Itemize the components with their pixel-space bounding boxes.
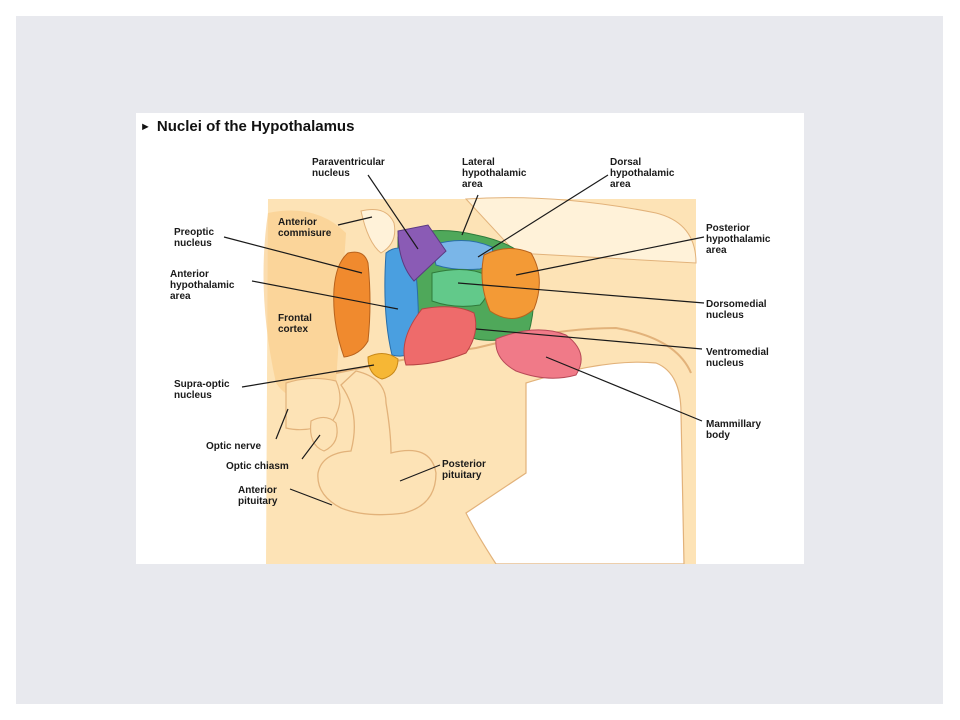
optic-nerve-shape [285,377,341,431]
leader-supraoptic [241,364,375,388]
leader-optic-nerve [275,408,289,440]
title-bullet-icon: ► [140,121,151,133]
label-lateral-hypothalamic-area: Lateral hypothalamic area [462,157,527,190]
label-supraoptic-nucleus: Supra-optic nucleus [174,379,230,401]
label-optic-nerve: Optic nerve [206,441,262,452]
leader-ventromedial [475,328,703,350]
leader-posterior [515,236,705,276]
leader-anterior-hypo [251,280,399,310]
paraventricular-shape [397,224,447,282]
label-mammillary-body: Mammillary body [706,419,762,441]
label-dorsomedial-nucleus: Dorsomedial nucleus [706,299,767,321]
label-posterior-hypothalamic-area: Posterior hypothalamic area [706,223,771,256]
label-anterior-commisure: Anterior commisure [278,217,332,239]
anatomy-illustration [223,174,705,564]
leader-mammillary [545,356,703,422]
supraoptic-shape [367,353,399,380]
frontal-cortex-region [263,210,346,398]
optic-chiasm-shape [309,416,338,452]
leader-dorsal [477,174,609,258]
hypothalamus-figure: ► Nuclei of the Hypothalamus Paraventricu… [136,113,804,564]
leader-anterior-pituitary [289,488,333,506]
label-optic-chiasm: Optic chiasm [226,461,289,472]
label-paraventricular-nucleus: Paraventricular nucleus [312,157,385,179]
ventromedial-shape [403,306,477,366]
label-preoptic-nucleus: Preoptic nucleus [174,227,215,249]
figure-title: ► Nuclei of the Hypothalamus [140,118,354,135]
upper-tissue-fold [464,197,697,264]
leader-lines [223,174,705,506]
label-anterior-pituitary: Anterior pituitary [238,485,278,507]
slide-background: ► Nuclei of the Hypothalamus Paraventricu… [16,16,943,704]
leader-anterior-commisure [337,216,373,226]
figure-title-text: Nuclei of the Hypothalamus [156,118,355,135]
preoptic-nucleus-shape [333,251,371,358]
leader-optic-chiasm [301,434,321,460]
leader-preoptic [223,236,363,274]
leader-posterior-pituitary [399,464,441,482]
mammillary-shape [495,329,582,379]
posterior-area-shape [481,248,540,319]
label-anterior-hypothalamic-area: Anterior hypothalamic area [170,269,235,302]
label-ventromedial-nucleus: Ventromedial nucleus [706,347,769,369]
anterior-commissure-shape [360,209,396,254]
leader-dorsomedial [457,282,705,304]
label-posterior-pituitary: Posterior pituitary [442,459,486,481]
dorsomedial-shape [431,269,489,307]
leader-lateral [461,194,479,236]
leader-paraventricular [367,174,419,250]
label-dorsal-hypothalamic-area: Dorsal hypothalamic area [610,157,675,190]
label-frontal-cortex: Frontal cortex [278,313,312,335]
